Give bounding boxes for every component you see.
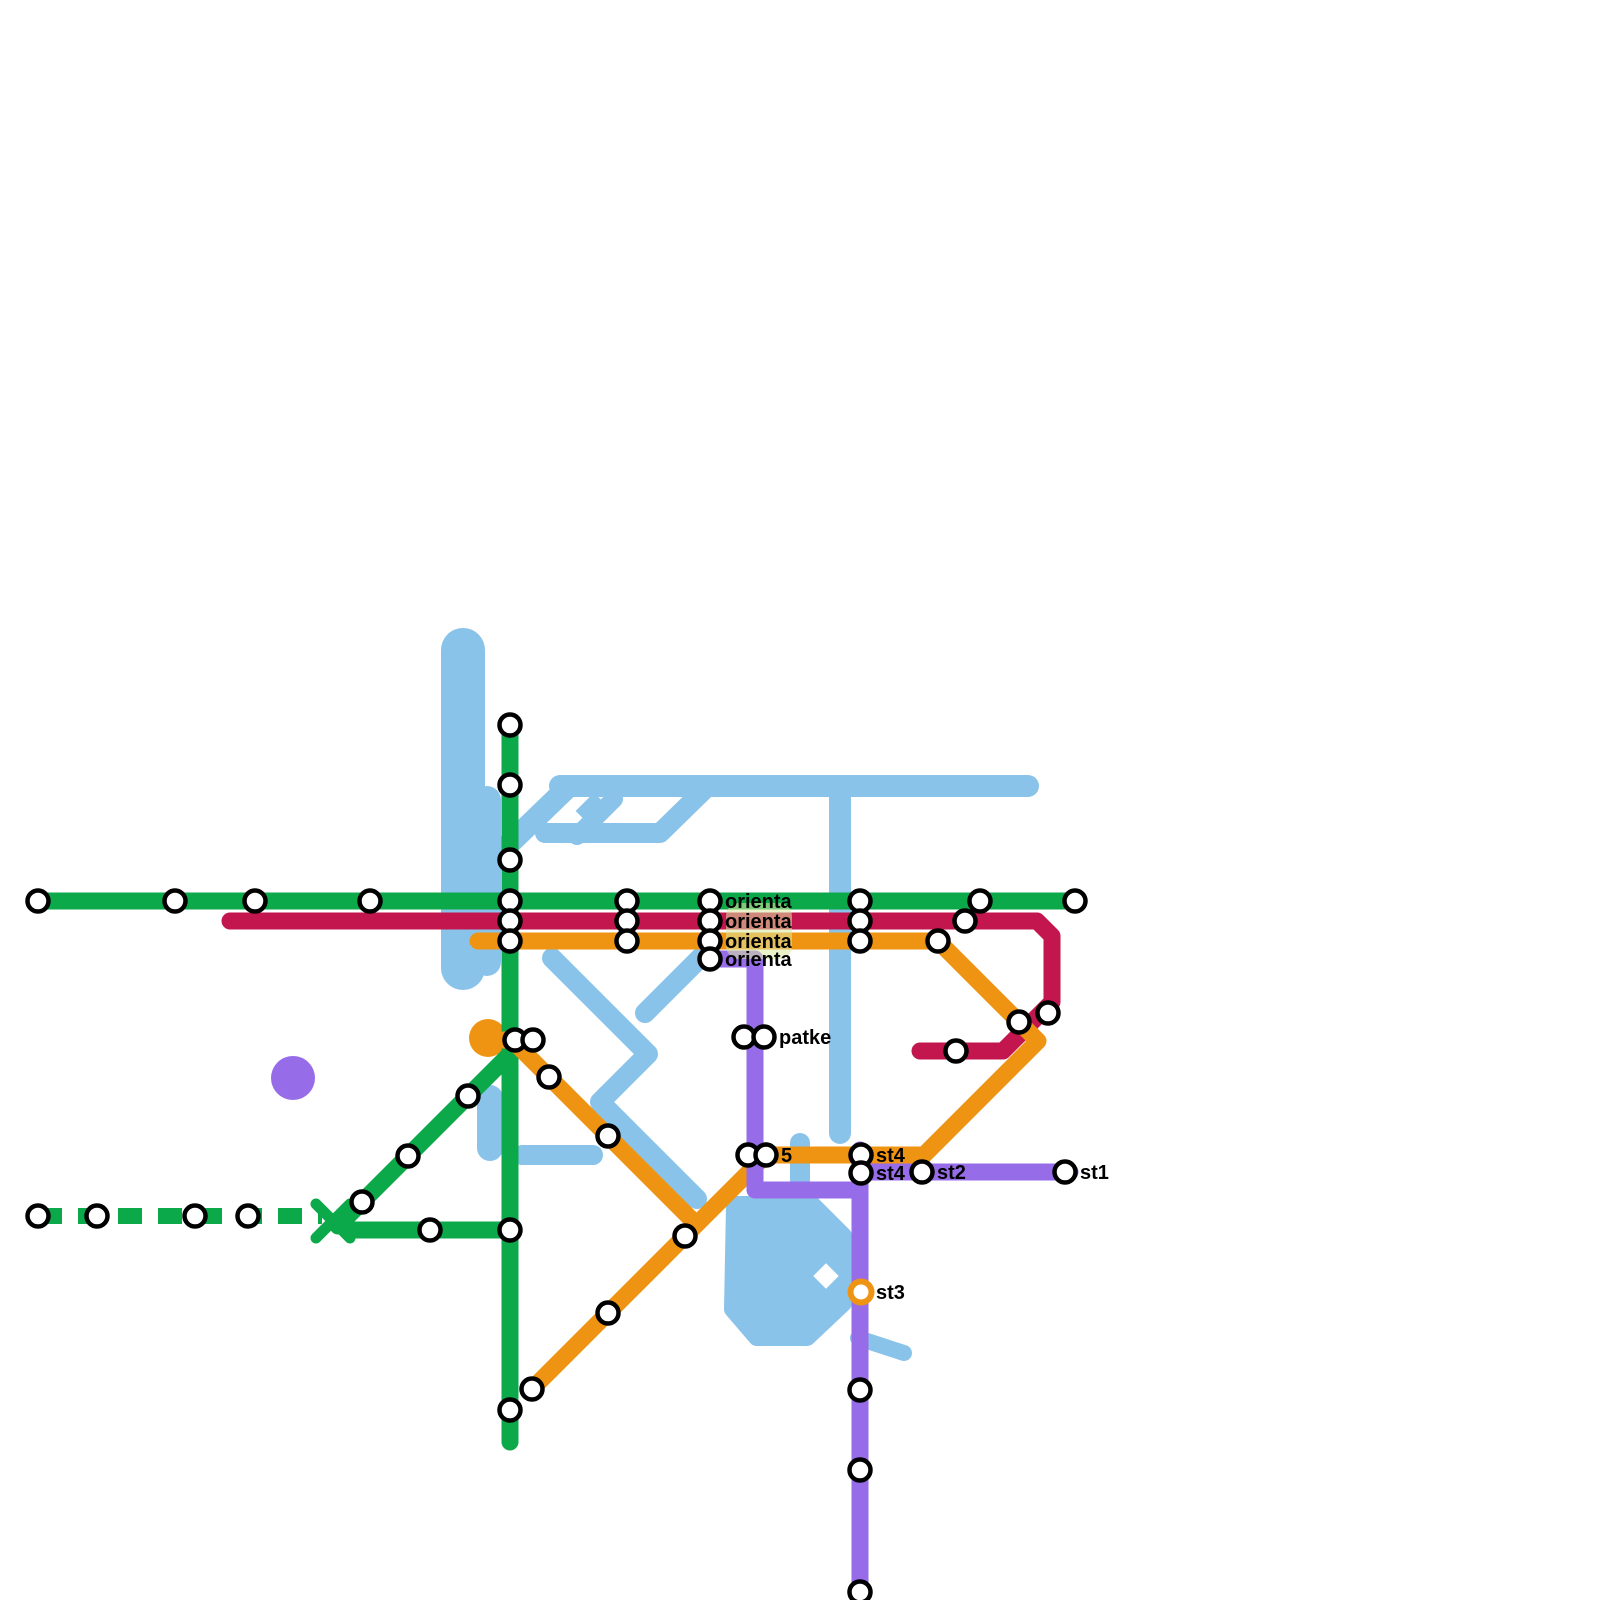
station-st2[interactable] (909, 1159, 935, 1185)
station-label-patke: patke (779, 1027, 831, 1049)
station[interactable] (162, 888, 188, 914)
station[interactable] (84, 1203, 110, 1229)
station[interactable] (520, 1027, 546, 1053)
station[interactable] (595, 1123, 621, 1149)
station[interactable] (925, 928, 951, 954)
crossing-x-marker-2 (310, 1198, 356, 1244)
station[interactable] (847, 928, 873, 954)
river-zigzag (542, 948, 707, 1209)
station-label-orienta: orienta (725, 931, 793, 953)
station-label-orienta: orienta (725, 891, 793, 913)
station-label-st2: st2 (937, 1162, 966, 1184)
station[interactable] (497, 1397, 523, 1423)
station[interactable] (595, 1300, 621, 1326)
station[interactable] (497, 847, 523, 873)
station[interactable] (497, 712, 523, 738)
station-patke[interactable] (751, 1024, 777, 1050)
station[interactable] (1006, 1009, 1032, 1035)
station[interactable] (952, 908, 978, 934)
station[interactable] (536, 1064, 562, 1090)
station[interactable] (497, 772, 523, 798)
station[interactable] (614, 928, 640, 954)
station[interactable] (395, 1143, 421, 1169)
purple-main (701, 950, 869, 1199)
station[interactable] (497, 928, 523, 954)
station[interactable] (417, 1217, 443, 1243)
station[interactable] (672, 1223, 698, 1249)
station-orienta[interactable] (697, 946, 723, 972)
purple-dot (271, 1056, 315, 1100)
river-zig-a (635, 948, 710, 1023)
station[interactable] (357, 888, 383, 914)
station-st4[interactable] (848, 1160, 874, 1186)
station-label-orienta: orienta (725, 911, 793, 933)
station-label-orienta: orienta (725, 949, 793, 971)
station-st3[interactable] (847, 1278, 875, 1306)
station[interactable] (25, 1203, 51, 1229)
station-label-st1: st1 (1080, 1162, 1109, 1184)
station[interactable] (943, 1038, 969, 1064)
station[interactable] (1062, 888, 1088, 914)
station[interactable] (455, 1083, 481, 1109)
station[interactable] (519, 1376, 545, 1402)
highlight-zone (726, 903, 792, 959)
station[interactable] (847, 1579, 873, 1600)
station[interactable] (25, 888, 51, 914)
station-st1[interactable] (1052, 1159, 1078, 1185)
station-label-st4: st4 (876, 1145, 906, 1167)
station-label-st4: st4 (876, 1163, 906, 1185)
station-label-5: 5 (781, 1145, 792, 1167)
station[interactable] (967, 888, 993, 914)
station[interactable] (242, 888, 268, 914)
station[interactable] (847, 1457, 873, 1483)
crimson-line (221, 912, 1061, 1060)
orange-branch (481, 1031, 703, 1231)
station[interactable] (847, 1377, 873, 1403)
station[interactable] (349, 1189, 375, 1215)
station[interactable] (1035, 1000, 1061, 1026)
station[interactable] (182, 1203, 208, 1229)
station[interactable] (235, 1203, 261, 1229)
station[interactable] (497, 1217, 523, 1243)
lake (724, 1196, 852, 1346)
station-5[interactable] (753, 1142, 779, 1168)
water-diamond-1 (575, 792, 613, 830)
station-label-st3: st3 (876, 1282, 905, 1304)
